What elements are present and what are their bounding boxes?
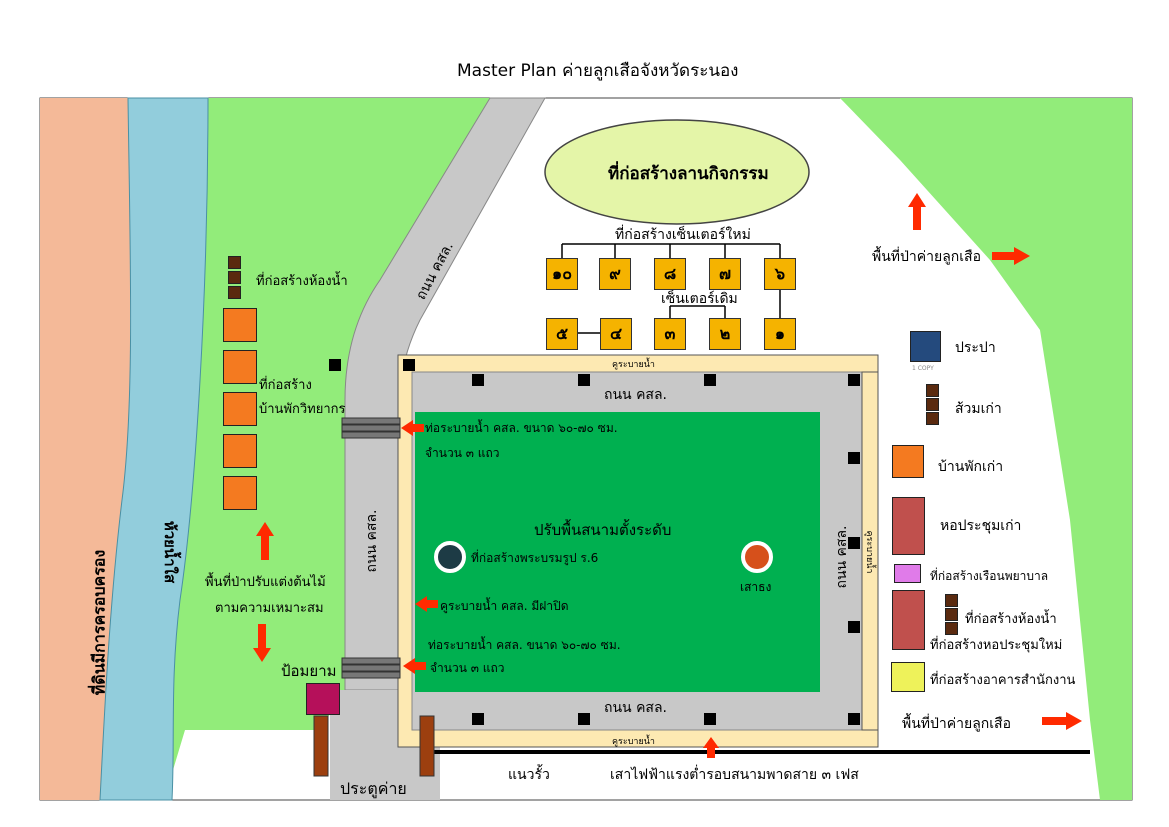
guard-post-label: ป้อมยาม <box>281 662 337 680</box>
forest-left-area <box>170 98 490 780</box>
farmland-area <box>40 98 130 800</box>
forest-left-label-1: พื้นที่ป่าปรับแต่งต้นไม้ <box>205 575 326 590</box>
new-center-label: ที่ก่อสร้างเซ็นเตอร์ใหม่ <box>615 227 751 243</box>
field-label: ปรับพื้นสนามตั้งระดับ <box>534 521 672 539</box>
activity-label: ที่ก่อสร้างลานกิจกรรม <box>608 164 769 184</box>
drain-cover-label: คูระบายน้ำ คสล. มีฝาปิด <box>440 599 569 613</box>
center-new-6: ๖ <box>764 258 796 290</box>
power-post-icon <box>472 713 484 725</box>
power-post-icon <box>848 537 860 549</box>
office-building <box>891 662 925 692</box>
pipe-top-label-2: จำนวน ๓ แถว <box>425 446 500 460</box>
toilet-left-label: ที่ก่อสร้างห้องน้ำ <box>256 274 348 289</box>
gate-post-left <box>313 715 329 777</box>
farmland-label: ที่ดินมีการครอบครอง <box>89 549 109 696</box>
old-toilet-label: ส้วมเก่า <box>955 401 1002 417</box>
toilet-icon <box>945 608 958 621</box>
old-house <box>892 445 924 478</box>
statue-icon <box>434 541 466 573</box>
drain-bottom-label: คูระบายน้ำ <box>612 737 655 747</box>
power-post-icon <box>578 713 590 725</box>
toilet-icon <box>228 271 241 284</box>
toilet-icon <box>945 622 958 635</box>
old-center-label: เซ็นเตอร์เดิม <box>661 291 738 307</box>
lecturer-house <box>223 308 257 342</box>
road-left-label: ถนน คสล. <box>364 509 380 573</box>
power-post-icon <box>848 374 860 386</box>
forest-right-top-label: พื้นที่ป่าค่ายลูกเสือ <box>872 249 981 265</box>
new-hall <box>892 590 925 650</box>
road-bottom-label: ถนน คสล. <box>604 700 668 716</box>
center-connectors <box>561 243 781 334</box>
gate-label: ประตูค่าย <box>340 779 407 798</box>
page-title: Master Plan ค่ายลูกเสือจังหวัดระนอง <box>457 61 739 81</box>
center-new-10: ๑๐ <box>546 258 578 290</box>
forest-left-label-2: ตามความเหมาะสม <box>215 601 324 616</box>
center-old-4: ๔ <box>600 318 632 350</box>
center-old-5: ๕ <box>546 318 578 350</box>
lecturer-house-label-2: บ้านพักวิทยากร <box>259 402 346 417</box>
power-post-icon <box>329 359 341 371</box>
power-line-label: เสาไฟฟ้าแรงต่ำรอบสนามพาดสาย ๓ เฟส <box>610 767 859 783</box>
forest-right-area <box>840 98 1132 800</box>
lecturer-house-label-1: ที่ก่อสร้าง <box>259 378 312 393</box>
lecturer-house <box>223 476 257 510</box>
flagpole-label: เสาธง <box>740 580 772 594</box>
toilet-icon <box>945 594 958 607</box>
lecturer-house <box>223 392 257 426</box>
pipe-bottom-label-1: ท่อระบายน้ำ คสล. ขนาด ๖๐-๗๐ ซม. <box>428 638 621 652</box>
old-hall-label: หอประชุมเก่า <box>940 518 1022 534</box>
nursing-building <box>894 564 921 583</box>
center-new-8: ๘ <box>654 258 686 290</box>
power-post-icon <box>848 452 860 464</box>
toilet-icon <box>228 256 241 269</box>
water-supply-label: ประปา <box>955 340 996 356</box>
power-post-icon <box>848 713 860 725</box>
power-post-icon <box>578 374 590 386</box>
pipe-bottom-icon <box>341 657 401 679</box>
old-house-label: บ้านพักเก่า <box>938 459 1004 475</box>
power-post-icon <box>704 374 716 386</box>
center-old-2: ๒ <box>709 318 741 350</box>
water-supply <box>910 331 941 362</box>
pipe-top-icon <box>341 417 401 439</box>
statue-label: ที่ก่อสร้างพระบรมรูป ร.6 <box>471 551 599 565</box>
lecturer-house <box>223 434 257 468</box>
stream-label: ห้วยน้ำใส <box>161 520 179 584</box>
center-old-3: ๓ <box>654 318 686 350</box>
toilet-icon <box>926 412 939 425</box>
power-post-icon <box>848 621 860 633</box>
toilet-right-label: ที่ก่อสร้างห้องน้ำ <box>965 612 1057 627</box>
stream-area <box>99 97 209 801</box>
lecturer-house <box>223 350 257 384</box>
center-new-9: ๙ <box>599 258 631 290</box>
center-old-1: ๑ <box>764 318 796 350</box>
drain-top-label: คูระบายน้ำ <box>612 360 655 370</box>
gate-post-right <box>419 715 435 777</box>
water-supply-note: 1 COPY <box>912 365 934 372</box>
forest-right-bottom-label: พื้นที่ป่าค่ายลูกเสือ <box>902 716 1011 732</box>
flagpole-icon <box>741 541 773 573</box>
new-hall-label: ที่ก่อสร้างหอประชุมใหม่ <box>930 638 1063 653</box>
toilet-icon <box>926 398 939 411</box>
old-hall <box>892 497 925 555</box>
power-post-icon <box>704 713 716 725</box>
nursing-label: ที่ก่อสร้างเรือนพยาบาล <box>930 569 1049 583</box>
pipe-top-label-1: ท่อระบายน้ำ คสล. ขนาด ๖๐-๗๐ ซม. <box>425 421 618 435</box>
guard-post <box>306 683 340 715</box>
toilet-icon <box>228 286 241 299</box>
road-right-label: ถนน คสล. <box>834 525 850 589</box>
center-new-7: ๗ <box>709 258 741 290</box>
fence-label: แนวรั้ว <box>508 767 550 783</box>
office-label: ที่ก่อสร้างอาคารสำนักงาน <box>930 673 1076 688</box>
toilet-icon <box>926 384 939 397</box>
activity-ellipse <box>544 119 810 225</box>
power-post-icon <box>472 374 484 386</box>
road-top-label: ถนน คสล. <box>604 387 668 403</box>
pipe-bottom-label-2: จำนวน ๓ แถว <box>430 661 505 675</box>
drain-right-label: คูระบายน้ำ <box>864 530 874 574</box>
power-post-icon <box>403 359 415 371</box>
